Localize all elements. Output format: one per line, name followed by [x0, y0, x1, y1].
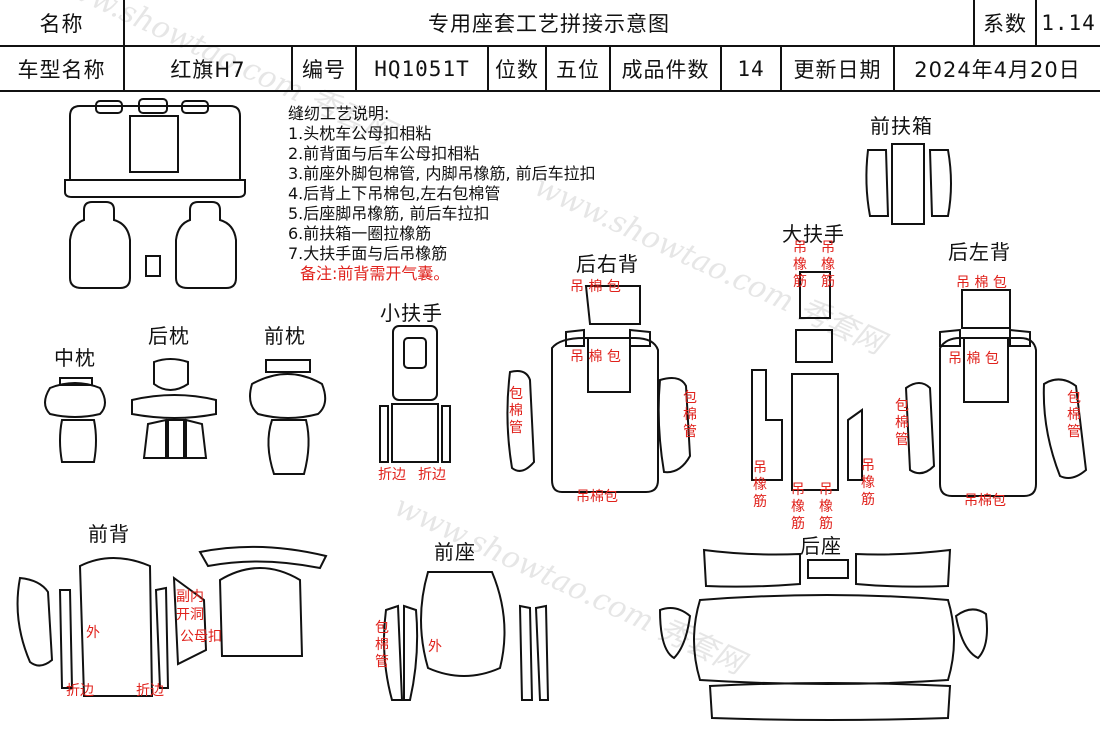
label-front-box: 前扶箱: [870, 114, 933, 138]
header-table: 名称 专用座套工艺拼接示意图 系数 1.14 车型名称 红旗H7 编号 HQ10…: [0, 0, 1100, 92]
rear-left-back-pieces: [904, 289, 1088, 497]
label-rear-right-back: 后右背: [576, 252, 639, 276]
code-label: 编号: [293, 45, 357, 90]
note-item: 3.前座外脚包棉管, 内脚吊橡筋, 前后车拉扣: [288, 164, 596, 183]
note-fold-edge: 折边: [136, 683, 164, 699]
name-label: 名称: [0, 0, 125, 45]
label-front-seat: 前座: [434, 540, 476, 564]
label-small-armrest: 小扶手: [380, 301, 443, 325]
label-front-pillow: 前枕: [264, 324, 306, 348]
note-hang-elastic: 吊橡筋: [793, 240, 807, 290]
notes-title: 缝纫工艺说明:: [288, 104, 390, 123]
pieces-value: 14: [722, 45, 782, 90]
rear-seat-pieces: [658, 548, 988, 721]
pieces-label: 成品件数: [611, 45, 722, 90]
note-outer: 外: [86, 625, 100, 641]
note-open-hole: 开洞: [176, 607, 204, 623]
note-item: 6.前扶箱一圈拉橡筋: [288, 224, 432, 243]
code-value: HQ1051T: [357, 45, 489, 90]
note-bottom-cotton-bag: 吊棉包: [576, 489, 618, 505]
note-fold-edge: 折边: [66, 683, 94, 699]
note-wrap-cotton-tube: 包棉管: [375, 620, 389, 670]
note-hang-elastic: 吊橡筋: [819, 482, 833, 532]
sheet-title: 专用座套工艺拼接示意图: [125, 0, 975, 45]
note-hang-elastic: 吊橡筋: [753, 460, 767, 510]
note-item: 1.头枕车公母扣相粘: [288, 124, 432, 143]
note-hang-cotton-bag: 吊 棉 包: [948, 351, 999, 367]
note-hang-elastic: 吊橡筋: [861, 458, 875, 508]
front-armrest-box-pieces: [865, 143, 952, 225]
note-item: 2.前背面与后车公母扣相粘: [288, 144, 480, 163]
seat-overview-diagram: [64, 98, 246, 289]
note-item: 4.后背上下吊棉包,左右包棉管: [288, 184, 501, 203]
note-outer: 外: [428, 639, 442, 655]
note-bottom-cotton-bag: 吊棉包: [964, 493, 1006, 509]
date-label: 更新日期: [782, 45, 895, 90]
small-armrest-pieces: [379, 325, 451, 463]
front-pillow-pieces: [249, 359, 327, 475]
note-hang-elastic: 吊橡筋: [821, 240, 835, 290]
note-hang-cotton-bag: 吊 棉 包: [570, 349, 621, 365]
middle-pillow-pieces: [44, 377, 106, 463]
note-hang-cotton-bag: 吊 棉 包: [956, 275, 1007, 291]
note-snap-button: 公母扣: [180, 629, 222, 645]
label-rear-seat: 后座: [800, 534, 842, 558]
note-co-driver-hole: 副内: [176, 589, 204, 605]
front-back-pieces: [16, 545, 328, 697]
front-seat-pieces: [383, 571, 550, 701]
rear-pillow-pieces: [131, 358, 217, 459]
big-armrest-pieces: [751, 271, 863, 491]
seats-value: 五位: [547, 45, 611, 90]
label-rear-pillow: 后枕: [148, 324, 190, 348]
seats-label: 位数: [489, 45, 547, 90]
date-value: 2024年4月20日: [895, 45, 1100, 90]
note-wrap-cotton-tube: 包棉管: [683, 390, 697, 440]
model-label: 车型名称: [0, 45, 125, 90]
coef-label: 系数: [975, 0, 1037, 45]
note-hang-cotton-bag: 吊 棉 包: [570, 279, 621, 295]
note-wrap-cotton-tube: 包棉管: [895, 398, 909, 448]
note-wrap-cotton-tube: 包棉管: [509, 386, 523, 436]
sewing-notes: 缝纫工艺说明: 1.头枕车公母扣相粘 2.前背面与后车公母扣相粘 3.前座外脚包…: [288, 104, 596, 284]
note-wrap-cotton-tube: 包棉管: [1067, 390, 1081, 440]
label-middle-pillow: 中枕: [54, 346, 96, 370]
note-item: 7.大扶手面与后吊橡筋: [288, 244, 448, 263]
model-value: 红旗H7: [125, 45, 293, 90]
note-fold-edge: 折边: [378, 467, 406, 483]
note-item: 5.后座脚吊橡筋, 前后车拉扣: [288, 204, 490, 223]
note-fold-edge: 折边: [418, 467, 446, 483]
label-big-armrest: 大扶手: [782, 222, 845, 246]
notes-remark: 备注:前背需开气囊。: [300, 264, 450, 283]
label-front-back: 前背: [88, 522, 130, 546]
label-rear-left-back: 后左背: [948, 240, 1011, 264]
coef-value: 1.14: [1041, 10, 1096, 35]
rear-right-back-pieces: [506, 285, 692, 493]
note-hang-elastic: 吊橡筋: [791, 482, 805, 532]
